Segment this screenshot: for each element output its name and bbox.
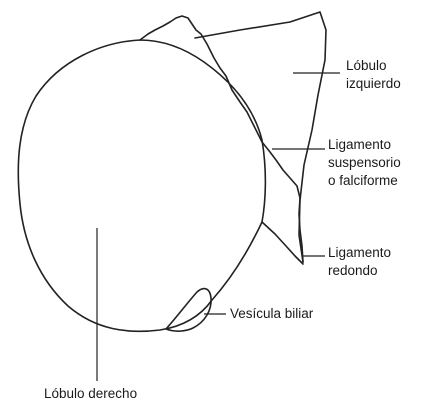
label-falciform-line2: suspensorio: [328, 155, 401, 170]
label-falciform-line1: Ligamento: [328, 137, 391, 152]
label-falciform-line3: o falciforme: [328, 173, 398, 188]
label-round-ligament-line1: Ligamento: [328, 245, 391, 260]
falciform-ligament-outline: [140, 16, 303, 262]
label-gallbladder: Vesícula biliar: [230, 306, 314, 321]
label-round-ligament-line2: redondo: [328, 263, 378, 278]
label-right-lobe: Lóbulo derecho: [44, 386, 137, 401]
round-ligament-outline: [262, 222, 303, 264]
right-lobe-outline: [18, 40, 265, 331]
label-left-lobe-line1: Lóbulo: [346, 58, 387, 73]
label-left-lobe-line2: izquierdo: [346, 76, 401, 91]
